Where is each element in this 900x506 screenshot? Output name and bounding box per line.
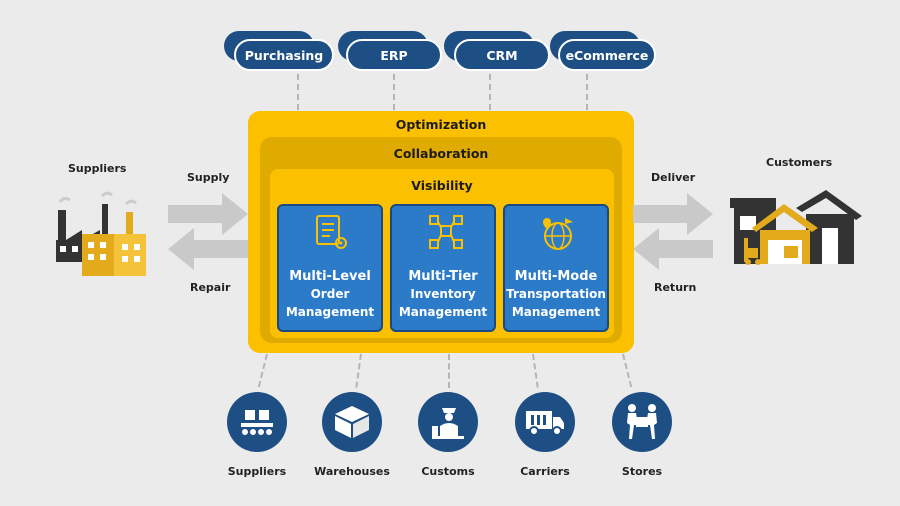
connector-dashed: [393, 74, 395, 110]
module-line3: Management: [511, 305, 601, 319]
partner-stores[interactable]: [612, 392, 672, 452]
supply-arrow: [168, 193, 248, 235]
box-icon: [335, 406, 369, 438]
repair-label: Repair: [190, 281, 231, 294]
truck-icon: [526, 411, 564, 436]
module-line2: Inventory: [410, 287, 476, 301]
system-pill-label: ERP: [346, 39, 442, 71]
connector-dashed: [532, 353, 539, 388]
partner-label: Suppliers: [227, 465, 287, 478]
module-line2: Order: [310, 287, 350, 301]
module-card-transportation[interactable]: Multi-Mode Transportation Management: [503, 204, 609, 332]
left-title: Suppliers: [68, 162, 127, 175]
partner-label: Stores: [621, 465, 663, 478]
return-arrow: [633, 228, 713, 270]
connector-dashed: [489, 74, 491, 110]
collaboration-title: Collaboration: [393, 146, 489, 161]
connector-dashed: [355, 353, 362, 388]
deliver-arrow: [633, 193, 713, 235]
return-label: Return: [654, 281, 697, 294]
connector-dashed: [257, 353, 268, 388]
module-line1: Multi-Tier: [408, 269, 478, 284]
people-carrying-box-icon: [627, 404, 657, 439]
factory-icon: [56, 191, 146, 276]
partner-warehouses[interactable]: [322, 392, 382, 452]
deliver-label: Deliver: [651, 171, 696, 184]
connector-dashed: [586, 74, 588, 110]
globe-transport-icon: [543, 218, 573, 250]
connector-dashed: [297, 74, 299, 110]
module-line2: Transportation: [506, 287, 606, 301]
system-pill-label: CRM: [454, 39, 550, 71]
module-card-inventory[interactable]: Multi-Tier Inventory Management: [390, 204, 496, 332]
supply-label: Supply: [187, 171, 230, 184]
optimization-title: Optimization: [395, 117, 487, 132]
module-line3: Management: [285, 305, 375, 319]
module-card-order[interactable]: Multi-Level Order Management: [277, 204, 383, 332]
conveyor-boxes-icon: [241, 410, 273, 435]
partner-label: Warehouses: [314, 465, 390, 478]
module-line1: Multi-Level: [289, 269, 371, 284]
partner-suppliers[interactable]: [227, 392, 287, 452]
module-line3: Management: [398, 305, 488, 319]
stores-house-icon: [730, 190, 862, 265]
partner-label: Carriers: [520, 465, 570, 478]
partner-customs[interactable]: [418, 392, 478, 452]
connector-dashed: [622, 353, 633, 388]
right-title: Customers: [766, 156, 833, 169]
system-pill-label: Purchasing: [234, 39, 334, 71]
partner-label: Customs: [421, 465, 475, 478]
customs-officer-icon: [432, 408, 464, 439]
connector-dashed: [448, 354, 450, 388]
visibility-title: Visibility: [411, 178, 473, 193]
repair-arrow: [168, 228, 248, 270]
network-boxes-icon: [429, 215, 463, 249]
document-gear-icon: [316, 215, 347, 249]
system-pill-label: eCommerce: [558, 39, 656, 71]
partner-carriers[interactable]: [515, 392, 575, 452]
module-line1: Multi-Mode: [514, 269, 598, 284]
